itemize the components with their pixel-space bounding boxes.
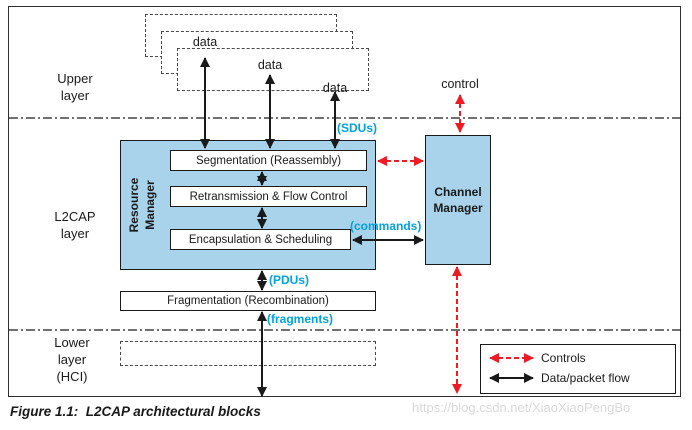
channel-manager-block: Channel Manager	[425, 135, 491, 265]
sdus-label: (SDUs)	[337, 121, 378, 135]
data-label-3: data	[322, 81, 348, 95]
figure-caption: Figure 1.1: L2CAP architectural blocks	[10, 404, 261, 419]
fragments-label: (fragments)	[267, 312, 334, 326]
legend-box	[480, 344, 676, 394]
segmentation-box: Segmentation (Reassembly)	[170, 150, 367, 171]
control-label: control	[441, 77, 479, 91]
pdus-label: (PDUs)	[269, 273, 310, 287]
watermark-text: https://blog.csdn.net/XiaoXiaoPengBo	[412, 400, 631, 415]
data-label-1: data	[192, 35, 218, 49]
fragmentation-box: Fragmentation (Recombination)	[120, 291, 376, 311]
encapsulation-box: Encapsulation & Scheduling	[170, 229, 351, 250]
legend-dataflow-label: Data/packet flow	[541, 371, 630, 385]
upper-layer-label: Upper layer	[57, 71, 93, 103]
legend-controls-label: Controls	[541, 351, 586, 365]
resource-manager-title: Resource Manager	[127, 177, 158, 233]
retransmission-box: Retransmission & Flow Control	[170, 186, 367, 207]
lower-layer-placeholder-box	[120, 341, 376, 366]
commands-label: (commands)	[350, 219, 422, 233]
data-label-2: data	[257, 58, 283, 72]
lower-layer-label: Lower layer (HCI)	[54, 335, 90, 384]
l2cap-layer-label: L2CAP layer	[54, 209, 96, 241]
